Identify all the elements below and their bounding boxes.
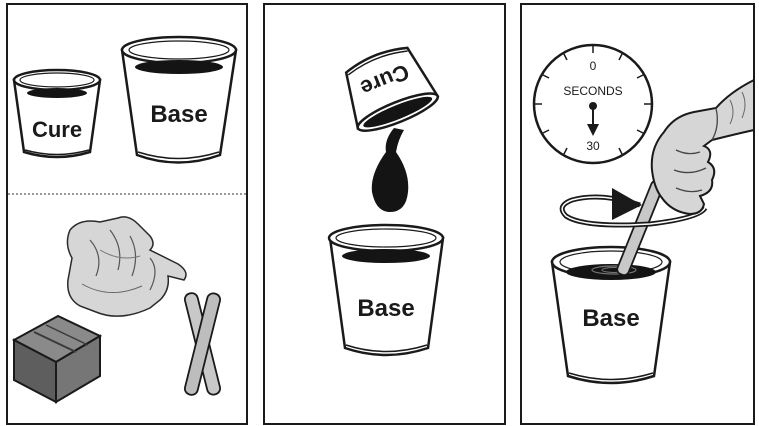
receiving-cup-label: Base: [357, 295, 414, 322]
mixing-cup-label: Base: [582, 305, 639, 332]
cure-cup-icon: Cure: [14, 70, 100, 157]
panel-materials: Cure Base: [7, 4, 247, 424]
panel-pour: Cure Base: [264, 4, 505, 424]
timer-unit-label: SECONDS: [563, 84, 622, 98]
panel-mix: 0 SECONDS 30 Base: [521, 4, 754, 424]
base-cup-label: Base: [150, 101, 207, 128]
stopwatch-icon: 0 SECONDS 30: [534, 45, 652, 163]
receiving-base-cup-icon: Base: [329, 225, 443, 355]
cure-cup-label: Cure: [32, 117, 82, 142]
timer-thirty-label: 30: [586, 139, 600, 153]
base-cup-icon: Base: [122, 37, 236, 163]
timer-zero-label: 0: [590, 59, 597, 73]
mixing-base-cup-icon: Base: [552, 247, 670, 383]
